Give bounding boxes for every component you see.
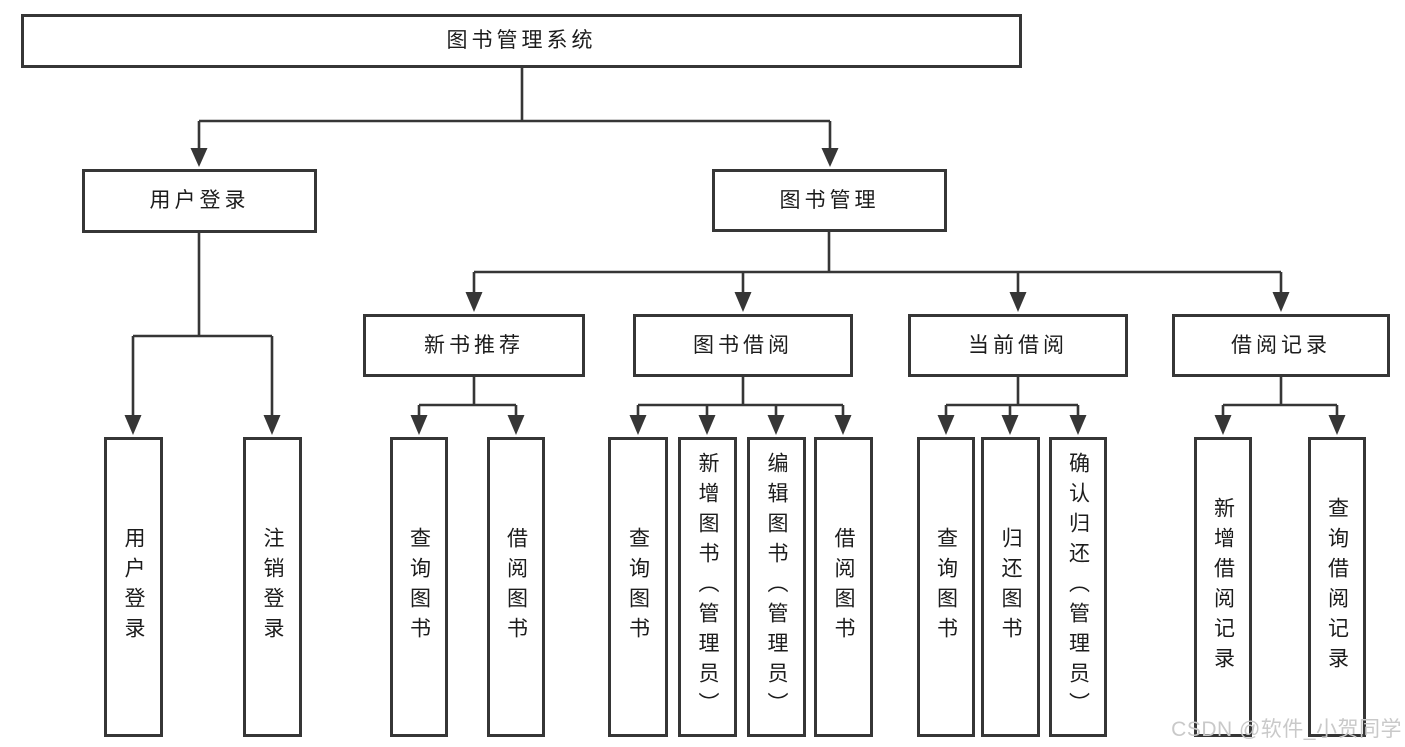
arrowhead-leaf-logout (263, 415, 281, 435)
node-borrow-books-new: 借阅图书 (487, 437, 545, 737)
arrowhead-new-book (465, 292, 483, 312)
node-borrow-books: 借阅图书 (814, 437, 873, 737)
arrowhead-user-login (190, 148, 208, 167)
arrowhead-query-books-current (937, 415, 955, 435)
arrowhead-borrow-books-new (507, 415, 525, 435)
node-current-borrow: 当前借阅 (908, 314, 1128, 377)
arrowhead-query-borrow-record (1328, 415, 1346, 435)
connector-borrow-record-branch (1221, 377, 1339, 417)
arrowhead-current-borrow (1009, 292, 1027, 312)
arrowhead-return-books (1001, 415, 1019, 435)
csdn-watermark: CSDN @软件_小贺同学 (1171, 718, 1402, 741)
node-query-borrow-record: 查询借阅记录 (1308, 437, 1366, 737)
node-edit-books-admin: 编辑图书（管理员） (747, 437, 806, 737)
node-book-management: 图书管理 (712, 169, 947, 232)
arrowhead-borrow-record (1272, 292, 1290, 312)
node-confirm-return-admin: 确认归还（管理员） (1049, 437, 1107, 737)
node-book-borrow: 图书借阅 (633, 314, 853, 377)
node-logout: 注销登录 (243, 437, 302, 737)
node-add-books-admin: 新增图书（管理员） (678, 437, 737, 737)
arrowhead-add-borrow-record (1214, 415, 1232, 435)
node-query-books-borrow: 查询图书 (608, 437, 668, 737)
connector-book-management-branch (472, 232, 1283, 293)
arrowhead-book-borrow (734, 292, 752, 312)
node-add-borrow-record: 新增借阅记录 (1194, 437, 1252, 737)
connector-book-borrow-branch (636, 377, 845, 417)
connector-current-borrow-branch (944, 377, 1080, 417)
arrowhead-book-management (821, 148, 839, 167)
node-user-login: 用户登录 (82, 169, 317, 233)
arrowhead-query-books-borrow (629, 415, 647, 435)
node-borrow-record: 借阅记录 (1172, 314, 1390, 377)
connector-root-stem (197, 66, 832, 149)
arrowhead-confirm-return (1069, 415, 1087, 435)
arrowhead-edit-books-admin (767, 415, 785, 435)
node-query-books-new: 查询图书 (390, 437, 448, 737)
node-root-system: 图书管理系统 (21, 14, 1022, 68)
node-query-books-current: 查询图书 (917, 437, 975, 737)
node-user-login-leaf: 用户登录 (104, 437, 163, 737)
arrowhead-leaf-user-login (124, 415, 142, 435)
node-return-books: 归还图书 (981, 437, 1040, 737)
arrowhead-add-books-admin (698, 415, 716, 435)
connector-new-book-branch (417, 377, 518, 417)
connector-user-login-branch (131, 233, 274, 417)
arrowhead-query-books-new (410, 415, 428, 435)
node-new-book-recommend: 新书推荐 (363, 314, 585, 377)
arrowhead-borrow-books (834, 415, 852, 435)
